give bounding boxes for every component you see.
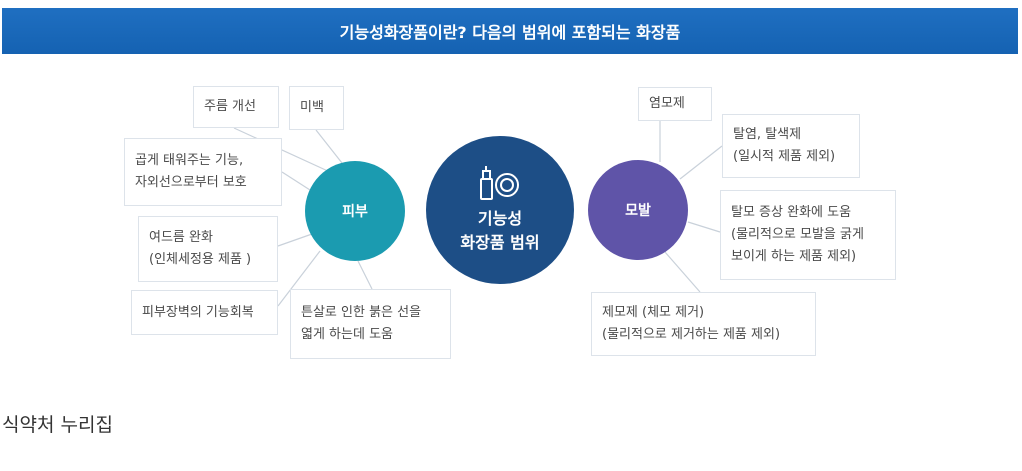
skin-item-text: 곱게 태워주는 기능, [135,153,244,168]
skin-category-circle: 피부 [305,161,405,261]
connector-skin-stretch [357,260,373,290]
skin-item-whitening: 미백 [289,86,344,130]
hair-category-label: 모발 [625,203,651,219]
hair-item-hair-loss: 탈모 증상 완화에 도움 (물리적으로 모발을 굵게 보이게 하는 제품 제외) [720,190,896,280]
cosmetics-icon [480,166,519,200]
connector-skin-whitening [315,129,343,164]
connector-hair-depilatory [664,251,701,293]
connector-hair-bleach [679,145,723,180]
center-hub-line2: 화장품 범위 [460,233,540,252]
skin-item-text: 피부장벽의 기능회복 [142,304,254,320]
hair-item-text: (물리적으로 모발을 굵게 [731,227,864,242]
skin-item-acne: 여드름 완화 (인체세정용 제품 ) [138,216,278,282]
hair-category-circle: 모발 [588,160,688,260]
skin-category-label: 피부 [342,204,368,220]
connector-skin-barrier [277,250,321,307]
source-caption: 식약처 누리집 [2,414,113,436]
skin-item-uv-protection: 곱게 태워주는 기능, 자외선으로부터 보호 [124,138,282,206]
connector-skin-uv [281,171,311,191]
skin-item-text: 튼살로 인한 붉은 선을 [301,305,422,320]
hair-item-text: 탈염, 탈색제 [733,127,802,142]
skin-item-text: 엷게 하는데 도움 [301,327,393,342]
hair-item-bleach: 탈염, 탈색제 (일시적 제품 제외) [722,114,860,178]
skin-item-text: 여드름 완화 [149,230,213,245]
hair-item-text: (일시적 제품 제외) [733,149,836,164]
banner-title: 기능성화장품이란? 다음의 범위에 포함되는 화장품 [2,8,1018,54]
hair-item-dye: 염모제 [638,87,712,121]
skin-item-text: (인체세정용 제품 ) [149,252,252,267]
skin-item-text: 미백 [300,100,324,115]
skin-item-text: 자외선으로부터 보호 [135,175,247,190]
connector-skin-acne [277,233,313,247]
hair-item-depilatory: 제모제 (체모 제거) (물리적으로 제거하는 제품 제외) [591,292,816,356]
skin-item-barrier: 피부장벽의 기능회복 [131,290,278,335]
skin-item-wrinkle: 주름 개선 [193,86,279,128]
connector-skin-wrinkle [233,127,331,173]
hair-item-text: 염모제 [649,96,685,111]
hair-item-text: (물리적으로 제거하는 제품 제외) [602,327,781,342]
skin-item-text: 주름 개선 [204,99,256,114]
center-hub-line1: 기능성 [477,209,523,228]
hair-item-text: 탈모 증상 완화에 도움 [731,205,852,220]
hair-item-text: 제모제 (체모 제거) [602,305,705,320]
skin-item-stretch-marks: 튼살로 인한 붉은 선을 엷게 하는데 도움 [290,289,451,359]
connector-hair-hairloss [687,221,721,233]
center-hub-circle: 기능성 화장품 범위 [426,136,574,284]
hair-item-text: 보이게 하는 제품 제외) [731,249,857,264]
